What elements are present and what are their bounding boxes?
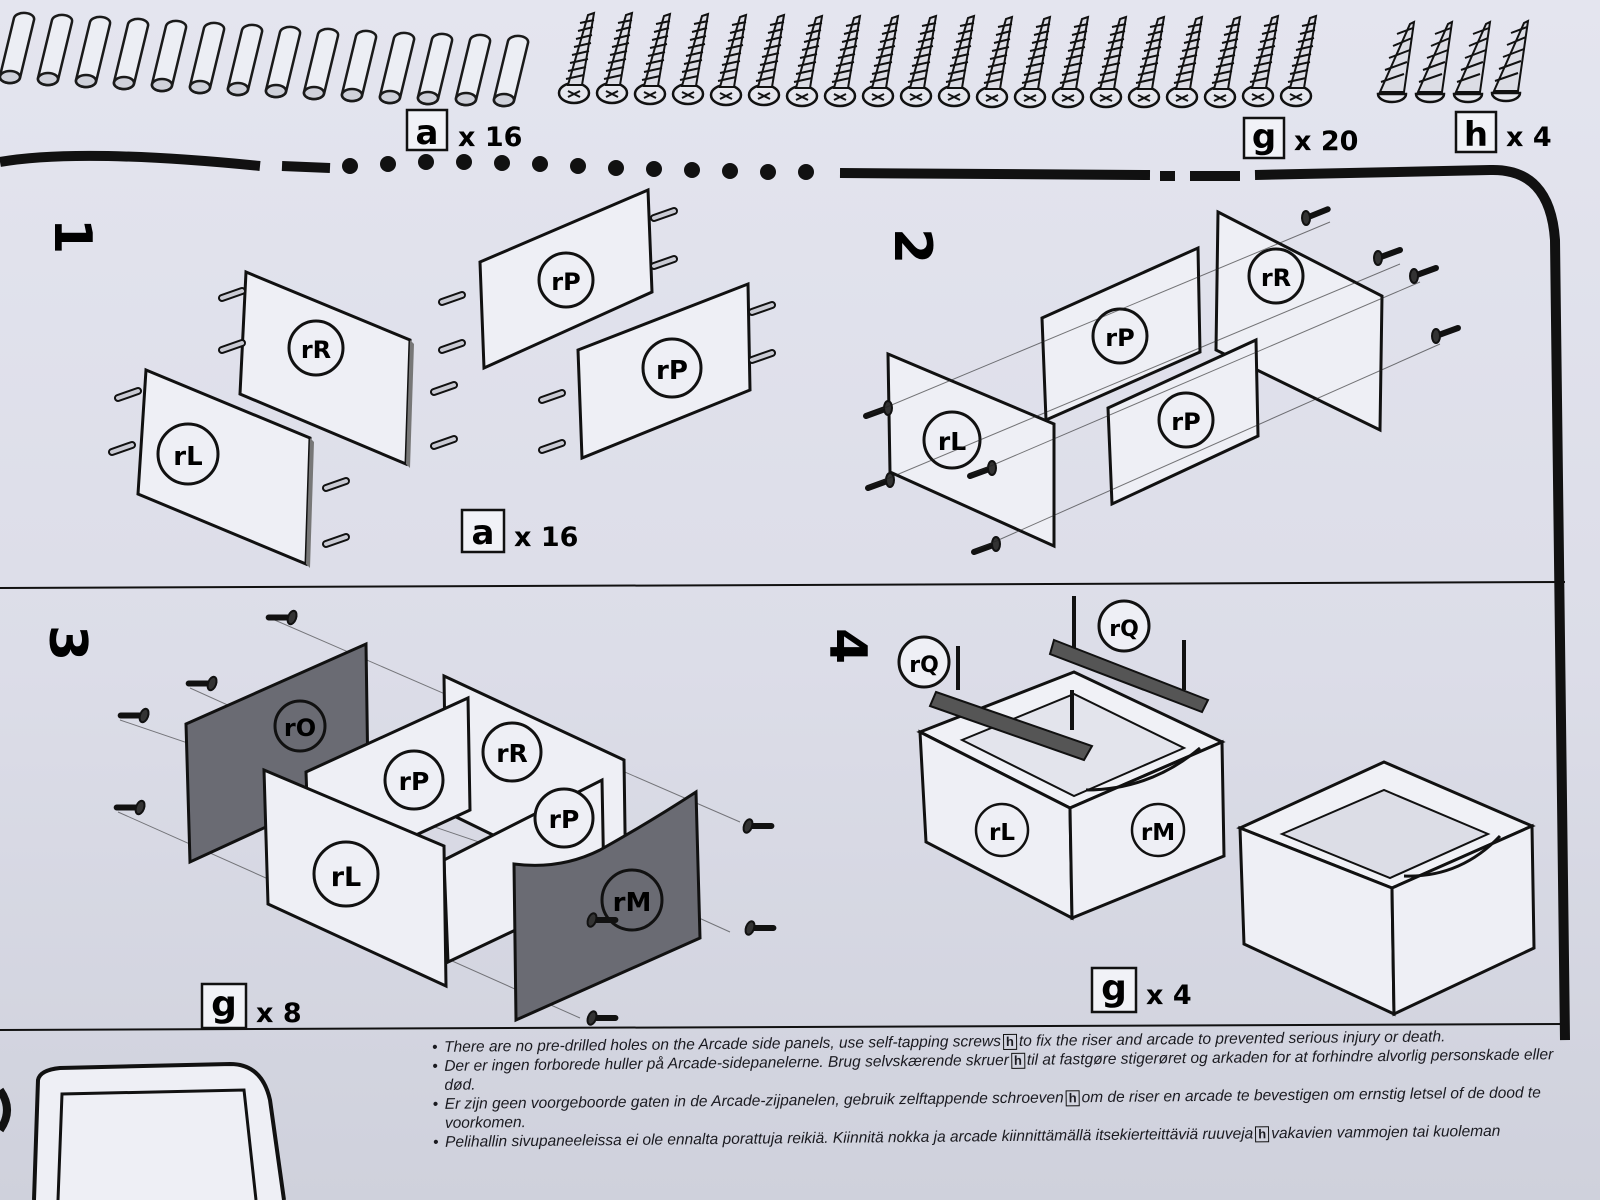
step-1-part-qty: x 16: [514, 522, 578, 553]
step-1-panel-label: rP: [656, 356, 688, 386]
screw-code-inline: h: [1065, 1090, 1080, 1107]
dowel-qty-label: x 16: [458, 122, 522, 153]
step-1-part-code: a: [472, 513, 495, 553]
steps-frame: [0, 150, 1570, 1041]
step-3-number: 3: [37, 625, 97, 661]
screw-code-inline: h: [1255, 1126, 1270, 1143]
step-2-panel-label: rP: [1105, 324, 1134, 352]
step-2-diagram: rR rP rP rL: [866, 209, 1458, 552]
step-3-part-qty: x 8: [256, 998, 302, 1029]
step-3-panel-label: rP: [549, 805, 580, 834]
step-3-diagram: rO rR rP rP rL rM g x 8: [117, 603, 774, 1032]
short-screw-code-label: h: [1464, 115, 1488, 155]
step-4-part-qty: x 4: [1146, 980, 1192, 1011]
short-screw-qty-label: x 4: [1506, 122, 1552, 153]
step-4-number: 4: [817, 628, 877, 664]
step-4-part-code: g: [1101, 968, 1127, 1009]
step-3-part-code: g: [211, 984, 237, 1025]
long-screw-code-label: g: [1252, 117, 1276, 157]
step-4-diagram: rQ rQ rL rM g x 4: [897, 596, 1536, 1017]
screw-code-inline: h: [1002, 1033, 1017, 1051]
step-1-panel-label: rL: [173, 442, 202, 472]
step-2-panel-label: rP: [1171, 408, 1200, 436]
arcade-cabinet-preview: [0, 1061, 286, 1200]
step-3-panel-label: rO: [284, 714, 316, 742]
step-4-panel-label: rQ: [1109, 617, 1139, 642]
step-3-panel-label: rL: [331, 862, 362, 893]
long-screw-parts-row: [557, 11, 1318, 109]
safety-notes: There are no pre-drilled holes on the Ar…: [432, 1026, 1573, 1152]
step-1-panel-label: rR: [301, 336, 331, 364]
step-1-diagram: rR rP rP rL a x 16: [112, 187, 772, 568]
step-3-panel-label: rM: [613, 888, 652, 918]
step-3-panel-label: rP: [399, 767, 430, 796]
screw-code-inline: h: [1010, 1052, 1025, 1069]
step-4-panel-label: rQ: [909, 653, 939, 678]
step-1-number: 1: [42, 218, 102, 254]
step-2-panel-label: rR: [1261, 264, 1291, 292]
long-screw-qty-label: x 20: [1294, 126, 1358, 157]
step-2-number: 2: [882, 228, 942, 264]
step-1-panel-label: rP: [551, 268, 580, 296]
short-screw-parts-row: [1376, 19, 1530, 104]
step-3-panel-label: rR: [496, 739, 528, 768]
step-4-panel-label: rM: [1141, 820, 1175, 846]
step-4-panel-label: rL: [989, 820, 1015, 846]
dowel-parts-row: [0, 11, 530, 108]
dowel-code-label: a: [416, 113, 439, 153]
